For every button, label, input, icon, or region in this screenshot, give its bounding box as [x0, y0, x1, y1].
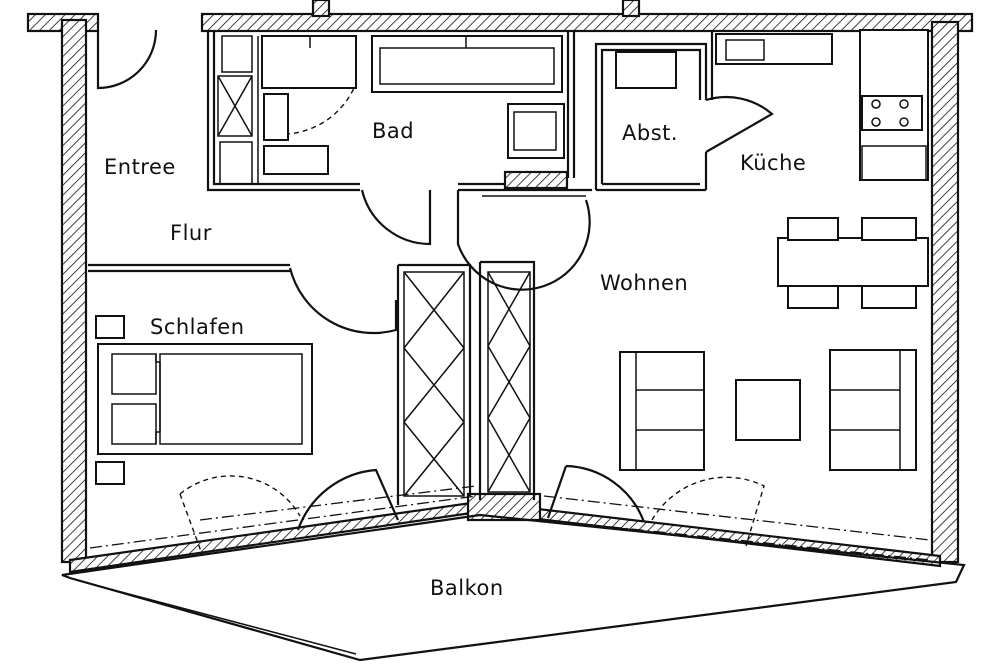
- balcony-edge: [75, 579, 357, 655]
- dining-chair-1: [787, 217, 839, 241]
- balcony-outline: [61, 513, 966, 662]
- label-abst: Abst.: [622, 121, 678, 145]
- door-balcony-3: [179, 475, 301, 555]
- door-balcony-4: [651, 476, 765, 547]
- bath-fixtures: [257, 35, 565, 184]
- dining-chair-4: [861, 285, 917, 309]
- wall-bath-left-inner: [212, 30, 360, 186]
- wall-abst: [594, 42, 708, 190]
- label-balkon: Balkon: [430, 576, 504, 600]
- bathtub-inner: [379, 47, 555, 85]
- sofa-left: [619, 351, 705, 471]
- entree-cabinet-mid: [217, 75, 253, 137]
- door-bath: [360, 189, 432, 246]
- wall-right: [930, 20, 960, 564]
- nightstand-bottom: [95, 461, 125, 485]
- storage-heater: [615, 51, 677, 89]
- door-bedroom: [288, 267, 398, 335]
- wall-bottom-left: [68, 500, 480, 574]
- wall-bath-shaft: [503, 170, 569, 190]
- door-balcony-2: [565, 464, 646, 523]
- wardrobe-right: [487, 271, 531, 493]
- dining: [777, 217, 929, 309]
- bed-pillow-2: [111, 403, 157, 445]
- nightstand-top: [95, 315, 125, 339]
- bath-cabinet: [263, 145, 329, 175]
- bed: [97, 343, 313, 455]
- wall-wardrobe-right: [480, 260, 536, 500]
- sofa-right: [829, 349, 917, 471]
- stove-burner-4: [899, 117, 909, 127]
- entree-cabinet-cross: [217, 75, 253, 137]
- kitchen-counter-top: [715, 33, 833, 65]
- toilet: [263, 93, 289, 141]
- door-flur-right: [456, 190, 591, 291]
- washing-machine: [261, 35, 357, 89]
- living: [619, 349, 917, 471]
- dining-table: [777, 237, 929, 287]
- wardrobes: [217, 35, 531, 497]
- wall-abst-inner: [600, 48, 702, 184]
- door-balcony-1: [296, 468, 400, 531]
- dining-chair-2: [861, 217, 917, 241]
- label-flur: Flur: [170, 221, 212, 245]
- facade-guide-left-2: [199, 485, 477, 521]
- wall-top-post-2: [621, 0, 641, 18]
- wardrobe-left: [403, 271, 465, 497]
- wall-wardrobe-left: [398, 263, 472, 496]
- wardrobe-left-cross: [403, 271, 465, 497]
- wall-bath-left: [206, 30, 360, 192]
- entree-cabinet-top: [221, 35, 253, 73]
- entree-cabinet-bottom: [219, 141, 253, 185]
- kitchen: [715, 29, 929, 181]
- wall-top-post-1: [311, 0, 331, 18]
- label-wohnen: Wohnen: [600, 271, 688, 295]
- bed-mattress: [159, 353, 303, 445]
- washbasin: [507, 103, 565, 159]
- kitchen-sink: [725, 39, 765, 61]
- stove: [861, 95, 923, 131]
- facade-guide-left: [89, 495, 477, 549]
- wall-left: [60, 18, 88, 564]
- stove-burner-1: [871, 99, 881, 109]
- wardrobe-right-cross: [487, 271, 531, 493]
- label-schlafen: Schlafen: [150, 315, 245, 339]
- label-entree: Entree: [104, 155, 176, 179]
- coffee-table: [735, 379, 801, 441]
- washbasin-inner: [513, 111, 557, 151]
- door-entree: [96, 29, 158, 90]
- bathtub: [371, 35, 563, 93]
- label-bad: Bad: [372, 119, 414, 143]
- facade-guides: [89, 485, 931, 561]
- stove-burner-3: [871, 117, 881, 127]
- label-kueche: Küche: [740, 151, 806, 175]
- stove-burner-2: [899, 99, 909, 109]
- fridge: [861, 145, 927, 181]
- bed-pillow-1: [111, 353, 157, 395]
- dining-chair-3: [787, 285, 839, 309]
- bedroom: [95, 315, 313, 485]
- wall-top: [200, 12, 974, 33]
- door-balcony-2-leaf: [546, 465, 568, 519]
- door-kitchen: [705, 95, 774, 153]
